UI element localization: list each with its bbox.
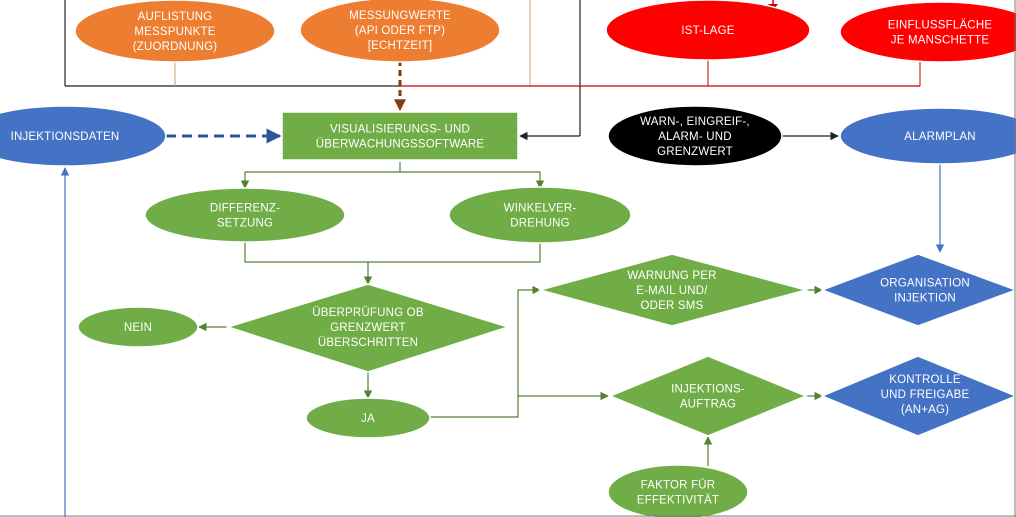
svg-text:WINKELVER-DREHUNG: WINKELVER- DREHUNG (504, 203, 577, 230)
kontrolle-label-line: UND FREIGABE (881, 389, 970, 401)
messungwerte-label-line: [ECHTZEIT] (368, 40, 433, 52)
differenzsetzung-node: DIFFERENZ- SETZUNG (144, 187, 346, 243)
injektionsdaten-label-line: INJEKTIONSDATEN (11, 131, 120, 143)
grenzwert-label-line: GRENZWERT (657, 146, 733, 158)
software-node: VISUALISIERUNGS- UND ÜBERWACHUNGSSOFTWARE (281, 111, 519, 161)
kontrolle-freigabe-decision: KONTROLLE UND FREIGABE (AN+AG) (820, 355, 1016, 437)
warnung-decision: WARNUNG PER E-MAIL UND/ODER SMS (537, 253, 809, 327)
warnung-label-line: ODER SMS (641, 300, 704, 312)
svg-text:ALARMPLAN: ALARMPLAN (904, 131, 975, 143)
grenzwert-node: WARN-, EINGREIF-, ALARM- UND GRENZWERT (607, 105, 783, 167)
nein-node: NEIN (77, 306, 199, 348)
grenzwert-label-line: WARN-, EINGREIF-, (640, 116, 750, 128)
outer-frame (64, 0, 581, 141)
software-label-line: VISUALISIERUNGS- UND (330, 124, 470, 136)
top-row-connectors (174, 0, 921, 87)
messungwerte-label-line: (API ODER FTP) (355, 25, 445, 37)
auflistung-label-line: MESSPUNKTE (134, 26, 215, 38)
svg-text:IST-LAGE: IST-LAGE (681, 25, 734, 37)
grenzwert-label-line: ALARM- UND (658, 131, 732, 143)
einfluss-label-line: EINFLUSSFLÄCHE (888, 20, 993, 32)
pruefung-label-line: ÜBERPRÜFUNG OB (312, 307, 424, 319)
organisation-injektion-decision: ORGANISATION INJEKTION (819, 253, 1016, 327)
ist-lage-node: IST-LAGE (605, 0, 811, 61)
ja-node: JA (305, 397, 431, 439)
differenz-label-line: SETZUNG (217, 218, 273, 230)
winkelverdrehung-node: WINKELVER- DREHUNG (448, 186, 632, 244)
auflistung-label-line: (ZUORDNUNG) (133, 41, 218, 53)
einflussflaeche-node: EINFLUSSFLÄCHE JE MANSCHETTE (839, 1, 1016, 63)
organisation-label-line: INJEKTION (894, 293, 956, 305)
injektionsauftrag-decision: INJEKTIONS- AUFTRAG (608, 355, 808, 437)
faktor-label-line: FAKTOR FÜR (641, 480, 716, 492)
faktor-label-line: EFFEKTIVITÄT (637, 495, 719, 507)
auflistung-label-line: AUFLISTUNG (138, 11, 213, 23)
auflistung-messpunkte-node: AUFLISTUNG MESSPUNKTE (ZUORDNUNG) (74, 0, 276, 63)
differenz-label-line: DIFFERENZ- (210, 203, 280, 215)
nein-label-line: NEIN (124, 322, 152, 334)
einfluss-label-line: JE MANSCHETTE (891, 35, 990, 47)
svg-text:NEIN: NEIN (124, 322, 152, 334)
alarmplan-node: ALARMPLAN (839, 107, 1016, 165)
alarmplan-label-line: ALARMPLAN (904, 131, 975, 143)
messungwerte-label-line: MESSUNGWERTE (349, 10, 451, 22)
svg-text:DIFFERENZ-SETZUNG: DIFFERENZ- SETZUNG (210, 203, 280, 230)
organisation-label-line: ORGANISATION (880, 278, 970, 290)
kontrolle-label-line: KONTROLLE (889, 374, 961, 386)
kontrolle-label-line: (AN+AG) (901, 404, 949, 416)
injektionsdaten-node: INJEKTIONSDATEN (0, 105, 167, 167)
green-connectors (198, 162, 823, 466)
svg-text:JA: JA (361, 413, 375, 425)
ja-label-line: JA (361, 413, 375, 425)
faktor-effektivitaet-node: FAKTOR FÜR EFFEKTIVITÄT (607, 464, 749, 517)
ist_lage-label-line: IST-LAGE (681, 25, 734, 37)
winkel-label-line: DREHUNG (510, 218, 570, 230)
svg-text:MESSUNGWERTE(API ODER FTP)[ECH: MESSUNGWERTE (API ODER FTP) [ECHTZEIT] (349, 10, 451, 52)
software-label-line: ÜBERWACHUNGSSOFTWARE (316, 139, 485, 151)
pruefung-label-line: ÜBERSCHRITTEN (318, 337, 418, 349)
auftrag-label-line: INJEKTIONS- (671, 384, 745, 396)
messungwerte-node: MESSUNGWERTE (API ODER FTP) [ECHTZEIT] (299, 0, 501, 63)
svg-text:INJEKTIONSDATEN: INJEKTIONSDATEN (11, 131, 120, 143)
warnung-label-line: E-MAIL UND/ (636, 285, 708, 297)
winkel-label-line: WINKELVER- (504, 203, 577, 215)
pruefung-label-line: GRENZWERT (330, 322, 406, 334)
warnung-label-line: WARNUNG PER (627, 270, 716, 282)
svg-text:INJEKTIONS-AUFTRAG: INJEKTIONS- AUFTRAG (671, 384, 745, 411)
auftrag-label-line: AUFTRAG (680, 399, 736, 411)
grenzwert-pruefung-decision: ÜBERPRÜFUNG OB GRENZWERT ÜBERSCHRITTEN (225, 283, 511, 373)
